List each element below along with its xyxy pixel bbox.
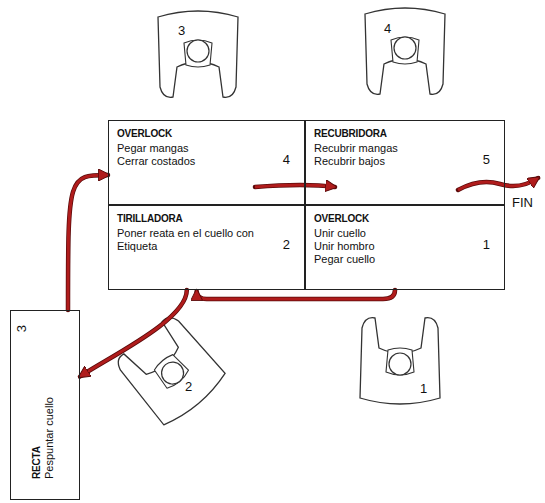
flow-arrow xyxy=(255,185,335,187)
station-content: OVERLOCK Unir cuelloUnir hombroPegar cuel… xyxy=(306,206,504,272)
step-number: 4 xyxy=(283,153,290,167)
step-number: 1 xyxy=(483,238,490,252)
station-content: TIRILLADORA Poner reata en el cuello con … xyxy=(109,206,304,259)
station-content: RECTAPespuntar cuello 3 xyxy=(11,311,81,501)
operation-text: Cerrar costados xyxy=(117,155,270,168)
operator-number: 2 xyxy=(185,380,192,394)
operator-chair xyxy=(158,11,238,97)
operation-text: Recubrir mangas xyxy=(314,142,470,155)
operator-chair xyxy=(360,318,440,404)
flow-arrow-outline xyxy=(197,290,395,299)
flow-arrow-outline xyxy=(68,175,108,310)
operator-number: 3 xyxy=(178,24,185,38)
step-number: 2 xyxy=(283,238,290,252)
operation-text: Recubrir bajos xyxy=(314,155,470,168)
flow-arrow xyxy=(197,290,395,299)
operation-text: Poner reata en el cuello con Etiqueta xyxy=(117,227,267,253)
machine-station: TIRILLADORA Poner reata en el cuello con … xyxy=(108,205,305,290)
operation-text: Pegar mangas xyxy=(117,142,270,155)
operation-text: Unir cuello xyxy=(314,227,470,240)
operation-text: Unir hombro xyxy=(314,240,470,253)
operation-text: Pespuntar cuello xyxy=(43,319,56,479)
station-content: RECUBRIDORA Recubrir mangasRecubrir bajos… xyxy=(306,121,504,174)
machine-name: OVERLOCK xyxy=(314,213,470,225)
flow-arrow xyxy=(80,290,187,377)
machine-station: RECTAPespuntar cuello 3 xyxy=(10,310,80,500)
machine-name: RECTA xyxy=(31,319,43,479)
machine-station: OVERLOCK Pegar mangasCerrar costados 4 xyxy=(108,120,305,205)
step-number: 5 xyxy=(483,153,490,167)
exit-arrow xyxy=(458,178,538,190)
flow-arrow xyxy=(68,175,108,310)
machine-station: RECUBRIDORA Recubrir mangasRecubrir bajos… xyxy=(305,120,505,205)
machine-name: RECUBRIDORA xyxy=(314,128,470,140)
machine-name: OVERLOCK xyxy=(117,128,270,140)
machine-name: TIRILLADORA xyxy=(117,213,270,225)
machine-station: OVERLOCK Unir cuelloUnir hombroPegar cuel… xyxy=(305,205,505,290)
operator-chair xyxy=(365,8,445,94)
operation-text: Pegar cuello xyxy=(314,253,470,266)
flow-arrow-outline xyxy=(255,185,335,187)
operator-number: 1 xyxy=(420,382,427,396)
exit-arrow xyxy=(458,178,538,190)
flow-arrow-outline xyxy=(80,290,187,377)
operator-number: 4 xyxy=(384,22,391,36)
station-content: OVERLOCK Pegar mangasCerrar costados 4 xyxy=(109,121,304,174)
end-label: FIN xyxy=(512,196,533,210)
step-number: 3 xyxy=(15,325,29,332)
operator-chair xyxy=(112,312,229,430)
